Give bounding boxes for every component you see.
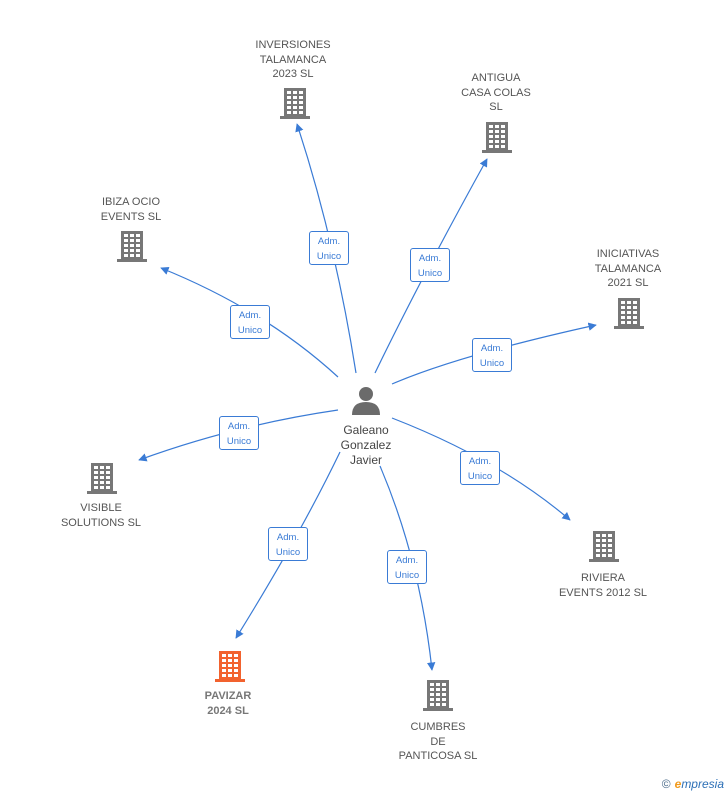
building-icon [280, 88, 310, 119]
building-icon [589, 531, 619, 562]
role-badge-visible[interactable]: Adm. Unico [219, 416, 259, 450]
company-label-inversiones[interactable]: INVERSIONES TALAMANCA 2023 SL [255, 39, 331, 80]
building-icon [117, 231, 147, 262]
building-icon [87, 463, 117, 494]
building-icon [423, 680, 453, 711]
company-label-iniciativas[interactable]: INICIATIVAS TALAMANCA 2021 SL [594, 248, 662, 289]
company-label-ibiza[interactable]: IBIZA OCIO EVENTS SL [100, 196, 162, 223]
building-icon [614, 298, 644, 329]
brand-name: mpresia [681, 777, 724, 791]
footer-brand: ©empresia [662, 777, 724, 791]
person-icon [352, 387, 380, 415]
company-label-riviera[interactable]: RIVIERA EVENTS 2012 SL [558, 572, 648, 599]
building-icon [482, 122, 512, 153]
building-icon [215, 651, 245, 682]
company-label-antigua[interactable]: ANTIGUA CASA COLAS SL [461, 72, 531, 113]
role-badge-cumbres[interactable]: Adm. Unico [387, 550, 427, 584]
company-label-cumbres[interactable]: CUMBRES DE PANTICOSA SL [398, 721, 478, 762]
role-badge-riviera[interactable]: Adm. Unico [460, 451, 500, 485]
role-badge-inversiones[interactable]: Adm. Unico [309, 231, 349, 265]
brand-initial: e [674, 777, 682, 791]
role-badge-iniciativas[interactable]: Adm. Unico [472, 338, 512, 372]
person-name[interactable]: Galeano Gonzalez Javier [340, 423, 392, 467]
company-label-visible[interactable]: VISIBLE SOLUTIONS SL [60, 502, 142, 529]
copyright-symbol: © [661, 777, 671, 791]
company-label-pavizar[interactable]: PAVIZAR 2024 SL [204, 690, 252, 717]
role-badge-antigua[interactable]: Adm. Unico [410, 248, 450, 282]
role-badge-pavizar[interactable]: Adm. Unico [268, 527, 308, 561]
role-badge-ibiza[interactable]: Adm. Unico [230, 305, 270, 339]
